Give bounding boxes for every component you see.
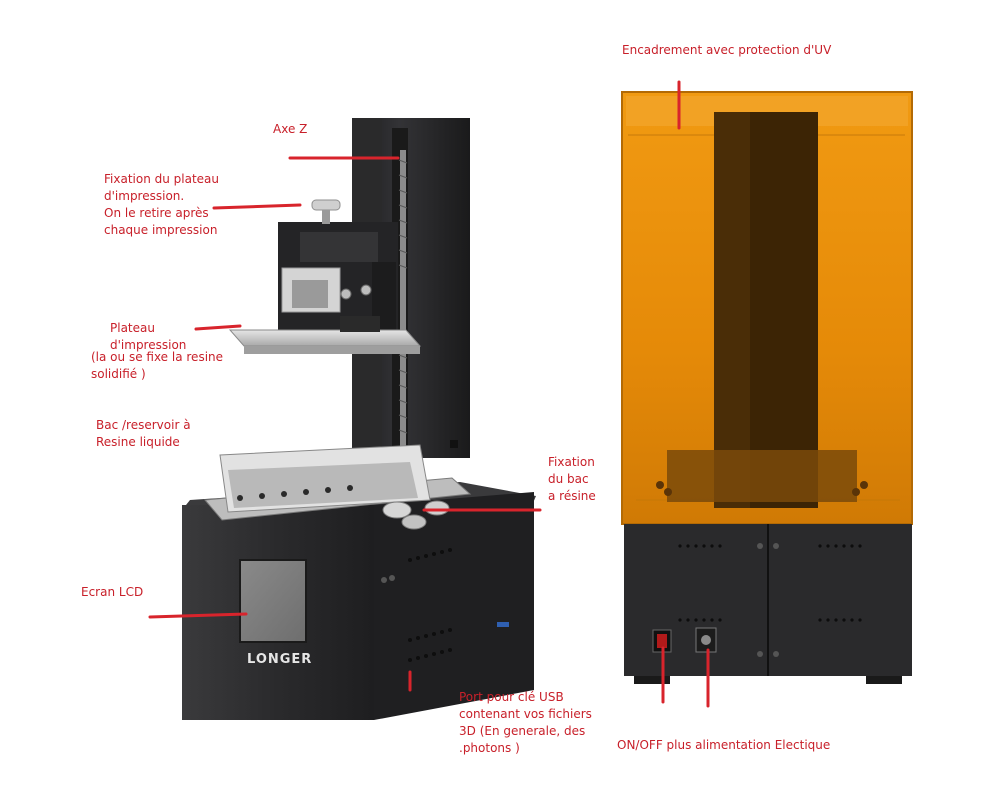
lcd-screen bbox=[239, 559, 307, 643]
usb-port bbox=[497, 622, 509, 627]
label-axe-z: Axe Z bbox=[273, 122, 308, 136]
left-printer: LONGER bbox=[182, 118, 536, 720]
build-plate bbox=[228, 329, 422, 347]
vat-knob bbox=[382, 501, 412, 519]
pointer-plateau bbox=[194, 324, 242, 331]
lead-screw bbox=[400, 150, 406, 450]
pointer-ecran bbox=[148, 612, 248, 619]
label-port-usb: Port pour clé USB contenant vos fichiers… bbox=[459, 690, 592, 755]
platform-knob bbox=[311, 199, 341, 211]
pointer-lines bbox=[148, 80, 710, 708]
right-printer bbox=[621, 91, 913, 684]
label-bac: Bac /reservoir à Resine liquide bbox=[96, 418, 191, 449]
label-fixation-bac: Fixation du bac a résine bbox=[548, 455, 596, 503]
pointer-fixation-plateau bbox=[212, 203, 302, 210]
label-onoff: ON/OFF plus alimentation Electique bbox=[617, 738, 831, 752]
label-fixation-plateau: Fixation du plateau d'impression. On le … bbox=[104, 172, 220, 237]
label-ecran: Ecran LCD bbox=[81, 585, 144, 599]
label-encadrement: Encadrement avec protection d'UV bbox=[622, 43, 832, 57]
brand-logo: LONGER bbox=[247, 652, 312, 667]
label-plateau: Plateau d'impression bbox=[110, 321, 187, 352]
label-plateau-note: (la ou se fixe la resine solidifié ) bbox=[91, 350, 224, 381]
